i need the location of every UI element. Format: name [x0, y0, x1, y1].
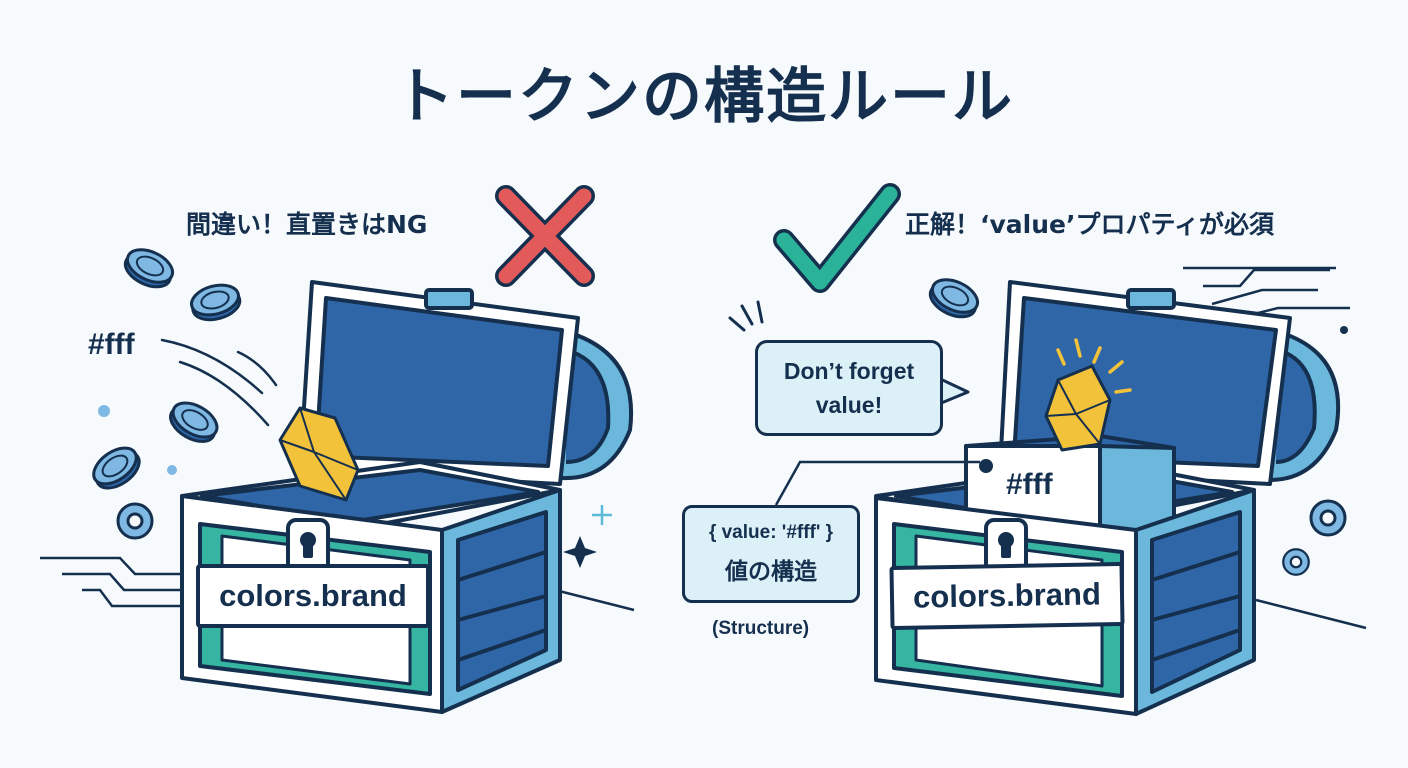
shine-lines [1056, 338, 1132, 394]
loose-value: #fff [88, 328, 135, 361]
coin-icon [163, 394, 225, 450]
coin-icon [118, 241, 180, 295]
gem-icon [278, 406, 360, 502]
coin-icon [85, 439, 148, 497]
coin-icon [923, 271, 985, 325]
speech-line-2: value! [815, 392, 883, 418]
inner-box-value: #fff [1006, 468, 1053, 501]
dot-icon [1340, 326, 1348, 334]
callout-note: (Structure) [712, 618, 810, 639]
callout-label: 値の構造 [725, 559, 817, 585]
emphasis-lines [728, 300, 764, 332]
ground-line [554, 588, 635, 612]
dot-icon [167, 465, 177, 475]
page-title: トークンの構造ルール [394, 62, 1014, 132]
sparkle-icon [563, 536, 597, 568]
chest-wrong [180, 280, 634, 714]
gear-icon [1282, 548, 1310, 576]
speech-bubble: Don’t forget value! [755, 340, 943, 436]
check-icon [773, 183, 901, 293]
structure-callout: { value: '#fff' } 値の構造 [682, 505, 860, 603]
callout-leader [774, 460, 980, 506]
dot-icon [98, 405, 110, 417]
correct-label: 正解！‘value’プロパティが必須 [905, 210, 1274, 239]
chest-plate-correct: colors.brand [889, 561, 1125, 631]
coin-icon [186, 278, 245, 327]
ground-line [1255, 598, 1367, 630]
speech-line-1: Don’t forget [783, 358, 915, 384]
cross-icon [495, 185, 595, 287]
motion-lines [160, 338, 278, 427]
chest-plate-wrong: colors.brand [196, 564, 430, 628]
gear-icon [116, 502, 154, 540]
wrong-label: 間違い！直置きはNG [186, 210, 428, 239]
gear-icon [1309, 499, 1347, 537]
plus-icon [592, 505, 612, 525]
gem-icon [1044, 364, 1112, 452]
callout-code: { value: '#fff' } [708, 522, 834, 543]
circuit-lines [40, 556, 180, 608]
